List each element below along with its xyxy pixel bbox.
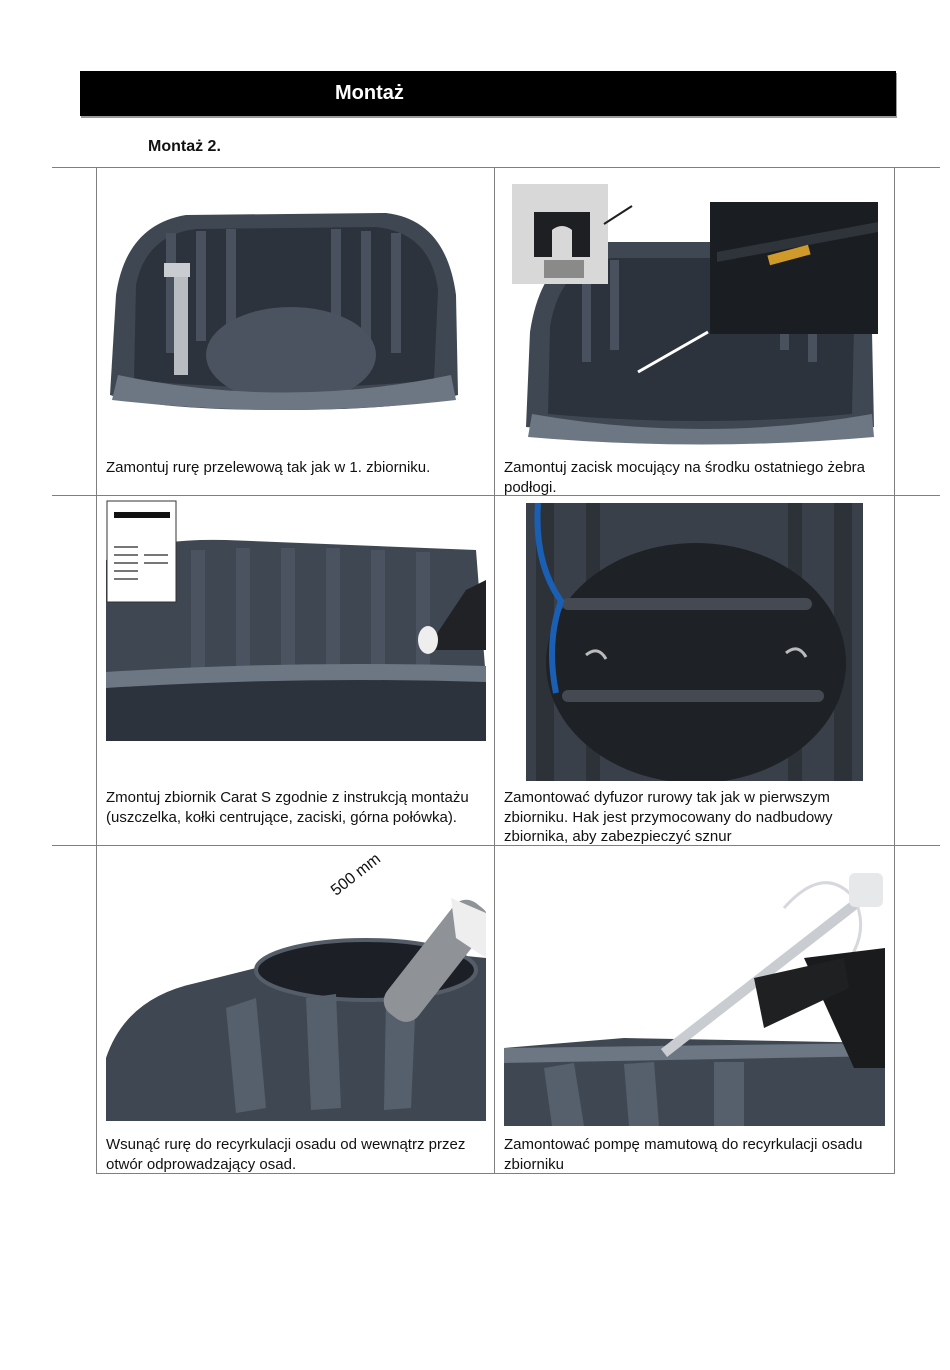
step-caption: Zamontuj rurę przelewową tak jak w 1. zb… (106, 459, 431, 476)
subsection-title: Montaż 2. (148, 138, 221, 155)
table-border (52, 495, 940, 496)
section-title: Montaż (335, 82, 404, 104)
step-caption: Zamontować pompę mamutową do recyrkulacj… (504, 1136, 880, 1173)
table-border (52, 167, 940, 168)
table-border (96, 167, 97, 1174)
photo-tube-diffusers (526, 503, 863, 781)
photo-tank-assembly (106, 500, 486, 741)
table-border (52, 845, 940, 846)
step-caption: Wsunąć rurę do recyrkulacji osadu od wew… (106, 1136, 466, 1173)
photo-airlift-pump (504, 868, 885, 1126)
step-caption: Zmontuj zbiornik Carat S zgodnie z instr… (106, 789, 469, 826)
photo-sludge-pipe: 500 mm (106, 850, 486, 1121)
photo-tank-clamp (512, 182, 878, 448)
table-border (894, 167, 895, 1174)
table-border (494, 167, 495, 1174)
photo-tank-overflow-pipe (106, 205, 460, 420)
step-caption: Zamontować dyfuzor rurowy tak jak w pier… (504, 789, 833, 845)
section-header: Montaż (80, 71, 896, 116)
table-border (96, 1173, 895, 1174)
step-caption: Zamontuj zacisk mocujący na środku ostat… (504, 459, 866, 496)
